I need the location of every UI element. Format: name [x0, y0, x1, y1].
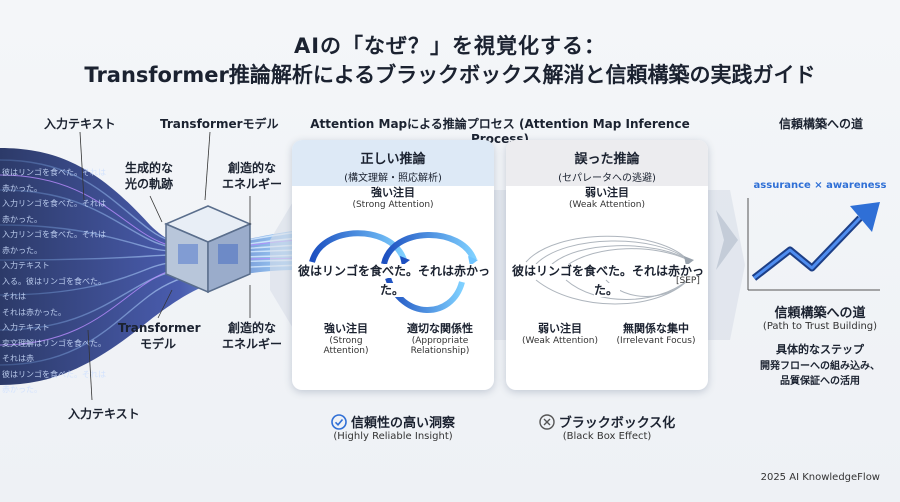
energy-top-label: 創造的な エネルギー — [221, 161, 282, 191]
wrong-irrelevant-en: (Irrelevant Focus) — [616, 336, 696, 346]
x-circle-icon — [538, 414, 555, 430]
correct-relation-label: 適切な関係性 — [407, 322, 473, 335]
stream-text: 彼はリンゴを食べた。それは赤かった。 入力リンゴを食べた。それは赤かった。 入力… — [2, 165, 112, 398]
wrong-weak-top-en: (Weak Attention) — [568, 200, 646, 210]
correct-strong-top: 強い注目 (Strong Attention) — [292, 184, 494, 210]
wrong-weak-top-label: 弱い注目 — [585, 186, 629, 199]
wrong-weak-bottom-en: (Weak Attention) — [521, 336, 599, 346]
flow-arrow-icon — [716, 210, 738, 270]
correct-reasoning-panel: 正しい推論 (構文理解・照応解析) 強い注目 (Strong Attention… — [292, 140, 494, 390]
steps-line1: 開発フローへの組み込み、 — [760, 361, 880, 372]
correct-strong-top-en: (Strong Attention) — [352, 200, 434, 210]
stream-line: 入力リンゴを食べた。それは — [2, 230, 106, 239]
correct-panel-header: 正しい推論 (構文理解・照応解析) — [292, 140, 494, 186]
stream-line: 変文理解はリンゴを食べた。それは赤 — [2, 338, 106, 364]
wrong-sentence: 彼はリンゴを食べた。それは赤かった。 — [509, 264, 704, 297]
energy-bottom-label: 創造的な エネルギー — [221, 321, 282, 351]
wrong-irrelevant: 無関係な集中 (Irrelevant Focus) — [606, 320, 706, 346]
transformer-model-top-label: Transformerモデル — [160, 117, 279, 131]
weak-attention-arcs — [525, 235, 694, 305]
wrong-result: ブラックボックス化 (Black Box Effect) — [506, 412, 708, 442]
correct-sentence: 彼はリンゴを食べた。それは赤かった。 — [295, 264, 490, 297]
stream-line: 入力テキスト — [2, 323, 50, 332]
correct-strong-bottom-en: (Strong Attention) — [323, 336, 369, 356]
stream-line: 赤かった。 — [2, 245, 42, 255]
check-circle-icon — [331, 414, 347, 430]
transformer-model-bottom-label: Transformer モデル — [118, 321, 201, 351]
trust-header: 信頼構築への道 — [778, 117, 863, 131]
wrong-result-title: ブラックボックス化 — [558, 416, 676, 431]
stream-line: 彼はリンゴを食べた。それは赤かった。 — [2, 369, 106, 395]
correct-result-title: 信頼性の高い洞察 — [350, 416, 455, 431]
trust-chart-label: assurance × awareness — [753, 180, 887, 191]
wrong-subtitle: (セパレータへの逃避) — [558, 173, 656, 184]
wrong-title: 誤った推論 — [574, 152, 640, 167]
input-text-top-label: 入力テキスト — [44, 117, 116, 131]
correct-title: 正しい推論 — [360, 152, 426, 167]
stream-line: 入力リンゴを食べた。それは赤かった。 — [2, 199, 106, 224]
correct-result: 信頼性の高い洞察 (Highly Reliable Insight) — [292, 412, 494, 442]
page-title-line2: Transformer推論解析によるブラックボックス解消と信頼構築の実践ガイド — [84, 63, 816, 87]
stream-line: それは赤かった。 — [2, 307, 66, 317]
page-title-line1: AIの「なぜ？」を視覚化する： — [293, 34, 607, 58]
transformer-cube-icon — [164, 205, 252, 294]
correct-sentence-wrap: 彼はリンゴを食べた。それは赤かった。 — [292, 260, 494, 298]
correct-strong-bottom-label: 強い注目 — [324, 322, 368, 335]
input-text-bottom-label: 入力テキスト — [68, 407, 140, 421]
steps-line2: 品質保証への活用 — [780, 376, 860, 387]
correct-subtitle: (構文理解・照応解析) — [344, 173, 442, 184]
light-path-label: 生成的な 光の軌跡 — [124, 161, 173, 191]
correct-result-en: (Highly Reliable Insight) — [333, 431, 453, 442]
stream-line: 彼はリンゴを食べた。それは赤かった。 — [2, 168, 106, 193]
trust-growth-chart — [747, 198, 880, 291]
wrong-weak-top: 弱い注目 (Weak Attention) — [506, 184, 708, 210]
path-to-trust: 信頼構築への道 (Path to Trust Building) — [740, 302, 900, 332]
correct-strong-bottom: 強い注目 (Strong Attention) — [306, 320, 386, 356]
wrong-weak-bottom: 弱い注目 (Weak Attention) — [520, 320, 600, 346]
wrong-weak-bottom-label: 弱い注目 — [538, 322, 582, 335]
steps-title: 具体的なステップ — [776, 343, 864, 356]
correct-relation-en: (Appropriate Relationship) — [410, 336, 470, 356]
wrong-reasoning-panel: 誤った推論 (セパレータへの逃避) 弱い注目 (Weak Attention) … — [506, 140, 708, 390]
concrete-steps: 具体的なステップ 開発フローへの組み込み、 品質保証への活用 — [740, 341, 900, 387]
wrong-result-en: (Black Box Effect) — [562, 431, 652, 442]
correct-strong-top-label: 強い注目 — [371, 186, 415, 199]
sep-token: [SEP] — [676, 276, 700, 286]
path-en: (Path to Trust Building) — [762, 321, 878, 332]
wrong-irrelevant-label: 無関係な集中 — [623, 322, 689, 335]
footer-credit: 2025 AI KnowledgeFlow — [760, 472, 880, 483]
stream-line: 入力テキスト — [2, 261, 50, 270]
correct-relation: 適切な関係性 (Appropriate Relationship) — [386, 320, 494, 356]
wrong-sentence-wrap: 彼はリンゴを食べた。それは赤かった。 — [506, 260, 708, 298]
path-title: 信頼構築への道 — [774, 306, 866, 321]
wrong-panel-header: 誤った推論 (セパレータへの逃避) — [506, 140, 708, 186]
stream-line: 入る。彼はリンゴを食べた。それは — [2, 276, 106, 302]
leader-lines — [79, 131, 251, 401]
